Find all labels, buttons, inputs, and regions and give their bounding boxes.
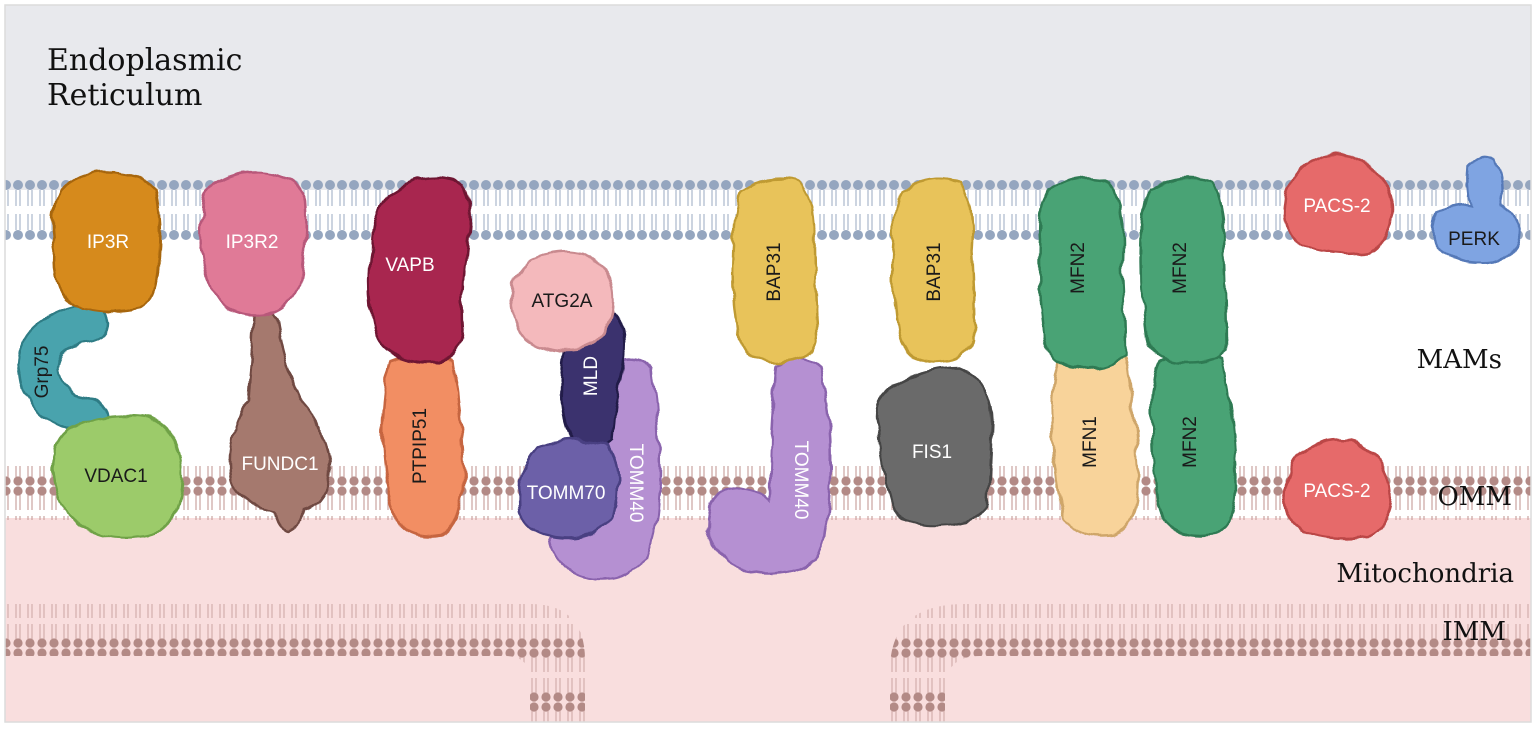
er-label: Endoplasmic Reticulum (47, 43, 252, 113)
mams-label: MAMs (1417, 345, 1502, 375)
svg-text:PTPIP51: PTPIP51 (410, 408, 431, 484)
protein-mfn2-left: MFN2 (1038, 177, 1127, 370)
svg-text:MFN2: MFN2 (1170, 242, 1191, 294)
svg-text:PACS-2: PACS-2 (1303, 481, 1370, 502)
protein-tomm70: TOMM70 (517, 439, 619, 540)
svg-text:Grp75: Grp75 (32, 346, 53, 399)
er-lumen (5, 5, 1531, 190)
svg-text:MFN2: MFN2 (1180, 416, 1201, 468)
protein-mfn1: MFN1 (1050, 351, 1140, 538)
svg-text:VAPB: VAPB (385, 255, 434, 276)
svg-text:VDAC1: VDAC1 (84, 466, 147, 487)
protein-grp75: Grp75 (16, 302, 110, 437)
protein-pacs2-omm: PACS-2 (1283, 438, 1394, 540)
svg-text:TOMM40: TOMM40 (625, 444, 646, 523)
svg-text:MFN1: MFN1 (1080, 416, 1101, 468)
svg-text:BAP31: BAP31 (764, 242, 785, 301)
frame (4, 4, 1532, 723)
protein-ptpip51: PTPIP51 (380, 352, 466, 538)
protein-vapb: VAPB (368, 175, 472, 364)
svg-text:IP3R: IP3R (87, 232, 129, 253)
svg-text:PACS-2: PACS-2 (1303, 196, 1370, 217)
svg-text:PERK: PERK (1448, 229, 1500, 250)
protein-fundc1: FUNDC1 (229, 305, 332, 534)
protein-tomm40-middle: TOMM40 (706, 357, 832, 575)
protein-ip3r2: IP3R2 (199, 170, 308, 317)
protein-perk: PERK (1430, 155, 1522, 264)
protein-bap31-middle: BAP31 (731, 177, 820, 364)
omm-label: OMM (1437, 482, 1512, 512)
svg-text:TOMM40: TOMM40 (790, 441, 811, 520)
svg-text:BAP31: BAP31 (924, 242, 945, 301)
svg-text:MFN2: MFN2 (1068, 242, 1089, 294)
protein-vdac1: VDAC1 (50, 414, 184, 540)
svg-text:ATG2A: ATG2A (532, 291, 593, 312)
protein-mfn2-upper-right: MFN2 (1140, 177, 1228, 364)
protein-atg2a: ATG2A (510, 251, 616, 353)
svg-text:MLD: MLD (581, 356, 602, 396)
imm-label: IMM (1442, 617, 1506, 647)
svg-text:TOMM70: TOMM70 (527, 483, 606, 504)
svg-text:IP3R2: IP3R2 (226, 232, 279, 253)
mitochondria-label: Mitochondria (1336, 559, 1514, 589)
protein-ip3r: IP3R (51, 170, 161, 313)
svg-text:FIS1: FIS1 (912, 442, 952, 463)
protein-pacs2-er: PACS-2 (1283, 153, 1394, 256)
protein-fis1: FIS1 (874, 366, 994, 527)
protein-mfn2-lower-right: MFN2 (1150, 351, 1238, 538)
protein-group: Grp75 IP3R VDAC1 FUNDC1 IP3R2 PTPIP51 (16, 153, 1522, 581)
inner-mitochondrial-membrane (5, 604, 1531, 722)
svg-text:FUNDC1: FUNDC1 (241, 454, 318, 475)
protein-bap31-right: BAP31 (891, 177, 977, 364)
